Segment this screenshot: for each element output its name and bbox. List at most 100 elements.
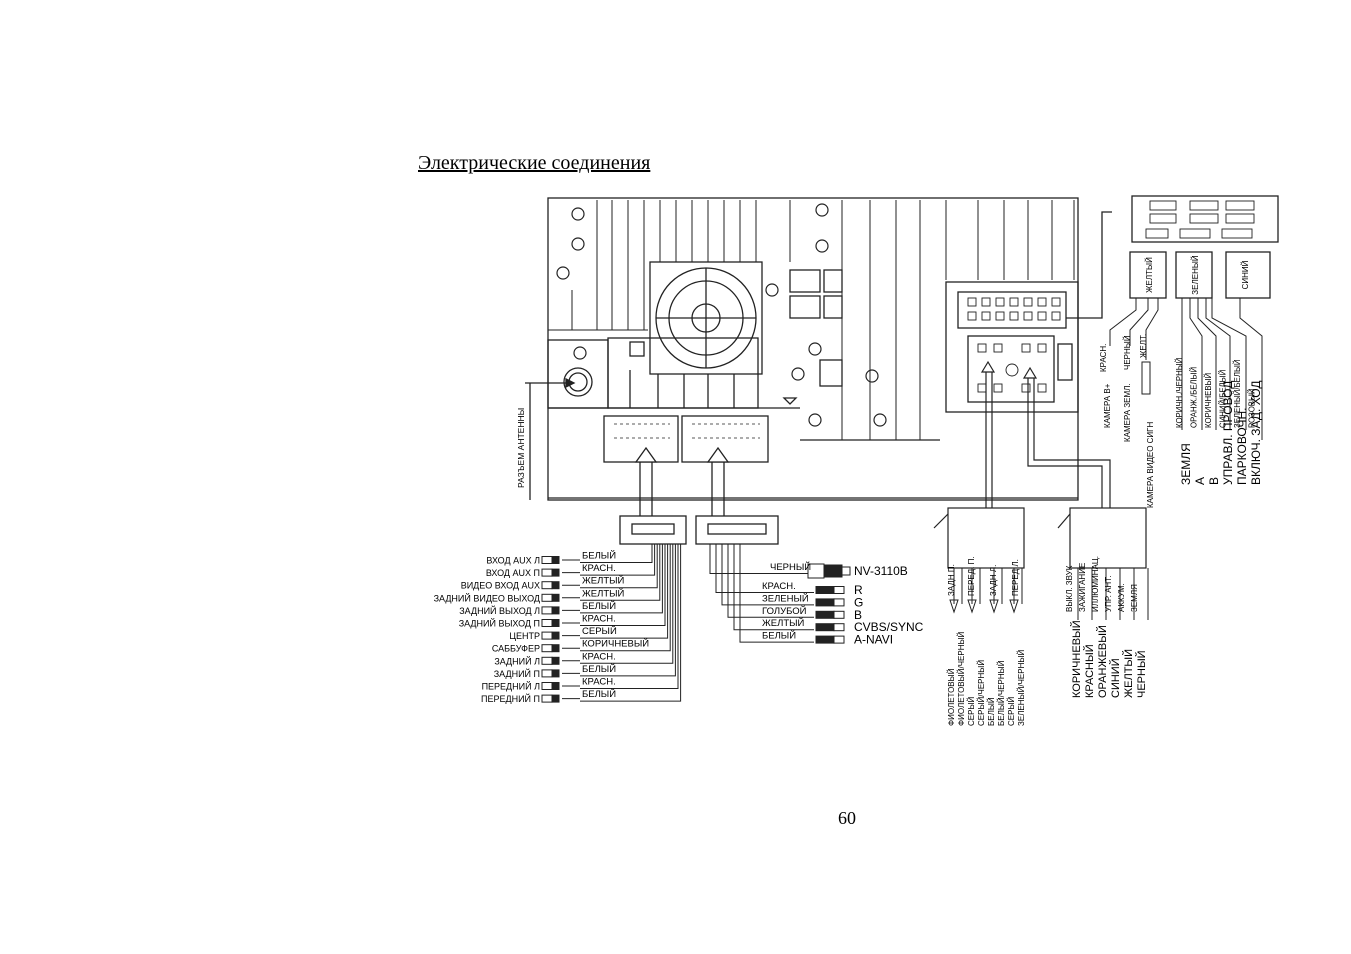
camera-label: КРАСН. xyxy=(1099,344,1108,372)
middle-row-label: CVBS/SYNC xyxy=(854,620,924,634)
green-wire-function: ПАРКОВОЧН. xyxy=(1235,408,1249,486)
power-label: ВЫКЛ. ЗВУК xyxy=(1065,565,1074,612)
green-wire-function: B xyxy=(1207,477,1221,485)
camera-label: КАМЕРА ЗЕМЛ. xyxy=(1123,383,1132,442)
green-wire-function: ЗЕМЛЯ xyxy=(1179,443,1193,485)
camera-label: ЧЕРНЫЙ xyxy=(1123,335,1132,370)
green-block-wires xyxy=(1181,298,1263,440)
harness-left xyxy=(619,446,779,545)
middle-wire-color: ГОЛУБОЙ xyxy=(762,605,807,617)
left-wire-color: ЖЕЛТЫЙ xyxy=(582,587,625,599)
power-label: ИЛЛЮМИНАЦ. xyxy=(1091,556,1100,612)
rca-jack-icon xyxy=(815,610,845,619)
rca-jack-icon xyxy=(541,568,560,577)
left-wire xyxy=(580,544,671,652)
rca-jack-icon xyxy=(541,669,560,678)
left-wire-color: СЕРЫЙ xyxy=(582,625,617,637)
speaker-wire-color: СЕРЫЙ xyxy=(967,696,976,726)
middle-row-label: A-NAVI xyxy=(854,633,893,647)
page-number: 60 xyxy=(838,808,856,828)
speaker-wire-color: БЕЛЫЙ xyxy=(987,697,996,726)
green-wire-function: ВКЛЮЧ. ЗАД. ХОД xyxy=(1249,380,1263,485)
middle-wire-color: КРАСН. xyxy=(762,581,796,592)
left-wire-color: ЖЕЛТЫЙ xyxy=(582,575,625,587)
left-wire-color: КРАСН. xyxy=(582,677,616,688)
camera-label: КАМЕРА ВИДЕО СИГН xyxy=(1146,422,1155,509)
green-wire-function: УПРАВЛ. ПРОВОД xyxy=(1221,381,1235,485)
left-row-label: ЗАДНИЙ П xyxy=(494,668,540,679)
middle-wire-color: ЗЕЛЕНЫЙ xyxy=(762,592,809,604)
speaker-wire-color: ЗЕЛЕНЫЙ/ЧЕРНЫЙ xyxy=(1017,650,1026,726)
rca-jack-icon xyxy=(541,619,560,627)
rca-jack-icon xyxy=(815,635,845,644)
green-wire-color: КОРИЧН./ЧЕРНЫЙ xyxy=(1175,358,1184,428)
middle-wire-color: ЖЕЛТЫЙ xyxy=(762,617,805,629)
left-row-label: ВХОД AUX П xyxy=(486,568,540,578)
speaker-wires xyxy=(949,568,1023,614)
speaker-label: ПЕРЕД Л. xyxy=(1011,559,1020,596)
power-wire-color: ОРАНЖЕВЫЙ xyxy=(1096,625,1109,698)
rca-jack-icon xyxy=(541,682,560,690)
speaker-wire-color: ФИОЛЕТОВЫЙ xyxy=(947,668,956,726)
camera-label: КАМЕРА В+ xyxy=(1103,383,1112,428)
left-wire-color: КОРИЧНЕВЫЙ xyxy=(582,638,649,650)
antenna-label: РАЗЪЕМ АНТЕННЫ xyxy=(516,408,526,488)
middle-row-label: G xyxy=(854,595,863,609)
power-wire-color: КРАСНЫЙ xyxy=(1083,644,1096,698)
power-wire-color: СИНИЙ xyxy=(1109,658,1122,698)
power-wires xyxy=(1077,568,1149,620)
left-row-label: ВХОД AUX Л xyxy=(486,556,540,566)
left-wire-color: КРАСН. xyxy=(582,563,616,574)
camera-label: ЖЕЛТ. xyxy=(1139,334,1148,358)
power-wire-color: ЧЕРНЫЙ xyxy=(1135,650,1148,698)
rca-jack-icon xyxy=(541,631,560,640)
left-wire-color: КРАСН. xyxy=(582,651,616,662)
rca-jack-icon xyxy=(541,581,560,590)
speaker-wire-color: ФИОЛЕТОВЫЙ/ЧЕРНЫЙ xyxy=(957,631,966,726)
harness-right xyxy=(933,360,1147,569)
rca-jack-icon xyxy=(541,593,560,602)
rca-jack-icon xyxy=(541,644,560,653)
left-row-label: САББУФЕР xyxy=(492,644,540,654)
camera-wires xyxy=(1109,298,1159,395)
left-row-label: ЗАДНИЙ ВЫХОД Л xyxy=(459,605,540,616)
middle-row-label: B xyxy=(854,608,862,622)
left-row-label: ЗАДНИЙ ВЫХОД П xyxy=(459,618,540,629)
left-wire xyxy=(580,544,682,702)
left-wire xyxy=(580,544,669,639)
left-wire xyxy=(580,544,666,626)
power-wire-color: ЖЕЛТЫЙ xyxy=(1122,649,1135,698)
middle-wire xyxy=(739,544,814,643)
nav-connector-icon xyxy=(807,563,851,579)
top-block-label: СИНИЙ xyxy=(1241,260,1250,289)
rca-jack-icon xyxy=(541,694,560,703)
green-wire-color: КОРИЧНЕВЫЙ xyxy=(1204,373,1213,428)
top-block-label: ЗЕЛЕНЫЙ xyxy=(1191,255,1200,295)
middle-wire xyxy=(721,544,814,606)
rca-jack-icon xyxy=(815,623,845,632)
speaker-wire-color: СЕРЫЙ/ЧЕРНЫЙ xyxy=(977,660,986,726)
left-wire xyxy=(580,544,676,677)
power-label: ЗЕМЛЯ xyxy=(1130,584,1139,612)
middle-wire xyxy=(715,544,814,593)
green-wire-color: ОРАНЖ./БЕЛЫЙ xyxy=(1190,367,1199,428)
middle-row-label: R xyxy=(854,583,863,597)
left-wire xyxy=(580,544,656,576)
speaker-label: ПЕРЕД. П. xyxy=(967,556,976,596)
power-label: УПР. АНТ. xyxy=(1104,576,1113,612)
middle-wire-color: ЧЕРНЫЙ xyxy=(770,561,811,573)
rca-jack-icon xyxy=(815,586,845,594)
rca-jack-icon xyxy=(815,598,845,607)
rca-jack-icon xyxy=(541,656,560,665)
left-row-label: ПЕРЕДНИЙ П xyxy=(481,693,540,704)
left-row-label: ЦЕНТР xyxy=(509,631,540,641)
rca-jack-icon xyxy=(541,606,560,615)
green-wire-color: РОЗОВЫЙ xyxy=(1248,389,1257,429)
left-wire-color: КРАСН. xyxy=(582,614,616,625)
speaker-label: ЗАДН Л. xyxy=(989,565,998,596)
left-wire-color: БЕЛЫЙ xyxy=(582,663,616,675)
top-block-label: ЖЕЛТЫЙ xyxy=(1145,257,1154,293)
green-wire-function: A xyxy=(1193,477,1207,485)
head-unit xyxy=(525,197,1079,501)
